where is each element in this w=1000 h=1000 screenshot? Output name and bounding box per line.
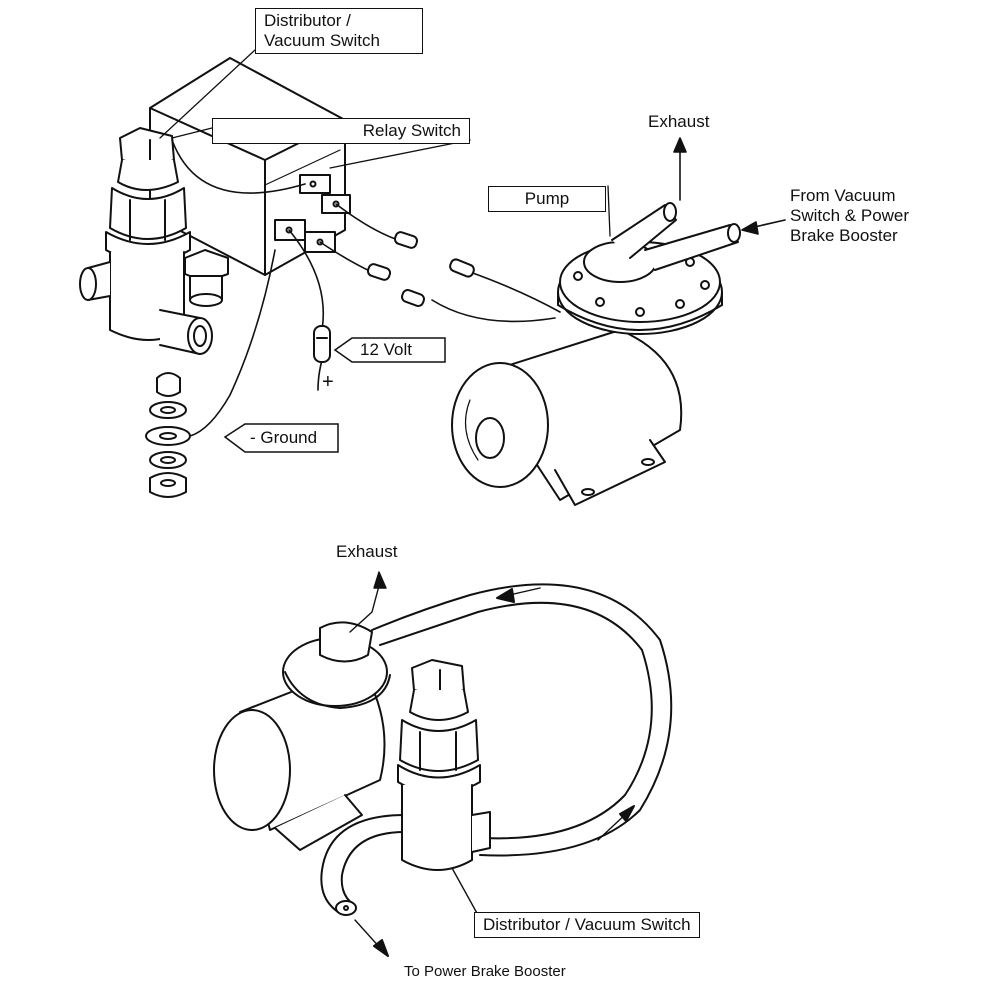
ground-hardware-stack [145, 372, 191, 498]
pump-label: Pump [488, 186, 606, 212]
twelve-volt-label: 12 Volt [360, 340, 412, 359]
spade-connectors [313, 231, 475, 363]
bottom-flow-arrows [349, 571, 479, 916]
vacuum-switch-top [79, 127, 229, 355]
plus-sign-label: + [322, 371, 334, 393]
distributor-switch-label-top: Distributor / Vacuum Switch [255, 8, 423, 54]
from-vacuum-label: From Vacuum Switch & Power Brake Booster [790, 186, 909, 246]
exhaust-top-label: Exhaust [648, 112, 710, 131]
relay-switch-box [149, 57, 351, 276]
booster-hose [320, 814, 406, 957]
top-leader-lines [159, 49, 611, 237]
top-flow-arrows [673, 137, 786, 235]
ground-label: - Ground [250, 428, 318, 447]
vacuum-pump-top [451, 202, 741, 506]
distributor-switch-label-bottom: Distributor / Vacuum Switch [474, 912, 700, 938]
relay-wires [171, 139, 561, 437]
exhaust-bottom-label: Exhaust [336, 542, 398, 561]
label-line: Vacuum Switch [264, 31, 380, 50]
label-line: Distributor / [264, 11, 351, 30]
to-booster-label: To Power Brake Booster [404, 963, 566, 980]
vacuum-switch-bottom [397, 659, 491, 871]
label-line: Brake Booster [790, 226, 898, 245]
relay-switch-label: Relay Switch [212, 118, 470, 144]
vacuum-hose-loop [371, 583, 673, 857]
label-line: Switch & Power [790, 206, 910, 225]
vacuum-pump-bottom [213, 621, 391, 851]
label-line: From Vacuum [790, 186, 896, 205]
